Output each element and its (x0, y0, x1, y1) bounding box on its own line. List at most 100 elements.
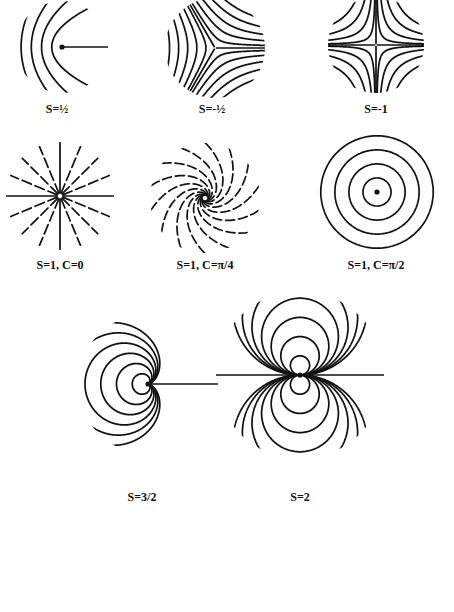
strength-label: S=2 (290, 490, 310, 504)
director-line (281, 375, 319, 413)
director-line (100, 323, 160, 384)
director-line (100, 384, 160, 445)
director-line (271, 317, 329, 375)
director-line (182, 5, 197, 92)
director-line (290, 356, 309, 375)
director-line (300, 301, 357, 375)
director-line (10, 175, 57, 195)
director-line (6, 195, 57, 197)
director-line (63, 197, 110, 217)
director-line (394, 0, 425, 27)
director-line (31, 0, 51, 96)
director-line (64, 46, 113, 48)
director-line (324, 55, 366, 97)
director-line (233, 312, 300, 375)
director-line (378, 44, 429, 46)
director-line (59, 199, 61, 250)
director-line (335, 150, 419, 234)
director-line (217, 78, 261, 103)
director-line (63, 195, 114, 197)
director-line (155, 163, 212, 199)
director-line (377, 46, 428, 97)
director-line (217, 47, 271, 49)
director-line (262, 375, 339, 452)
director-line (39, 146, 59, 193)
director-line (327, 63, 358, 94)
director-line (207, 0, 266, 28)
director-line (207, 68, 266, 102)
director-line (300, 375, 357, 449)
director-line (188, 49, 215, 95)
director-line (380, 0, 428, 41)
director-line (117, 364, 152, 405)
strength-label: S=-1 (364, 102, 388, 116)
director-line (271, 375, 329, 433)
core-dot (59, 44, 64, 49)
core-dot (297, 372, 302, 377)
half-disclination (21, 0, 113, 97)
two-disclination (208, 286, 393, 464)
director-line (302, 374, 393, 376)
director-line (323, 44, 374, 46)
director-line (42, 0, 72, 97)
director-line (194, 0, 269, 41)
director-line (327, 0, 358, 27)
director-line (300, 375, 367, 438)
director-line (324, 49, 372, 97)
circular-disclination (321, 136, 433, 248)
director-line (380, 49, 428, 97)
director-line (375, 47, 377, 98)
director-line (394, 63, 425, 94)
director-line (75, 333, 158, 384)
director-line (324, 0, 375, 44)
director-line (21, 7, 31, 87)
director-line (59, 142, 61, 193)
director-line (166, 23, 169, 74)
director-line (386, 55, 428, 97)
director-line (233, 375, 300, 438)
three-half-disclination (75, 323, 226, 446)
strength-label: S=½ (46, 102, 69, 116)
director-line (324, 0, 366, 35)
director-line (132, 374, 150, 394)
director-line (191, 51, 269, 96)
director-line (217, 0, 261, 18)
radial-disclination (6, 142, 114, 250)
director-line (10, 197, 57, 217)
director-line (363, 178, 391, 206)
director-line (262, 298, 339, 375)
director-line (321, 136, 433, 248)
director-line (242, 375, 299, 449)
strength-label: S=-½ (199, 102, 226, 116)
director-line (39, 199, 59, 246)
minus-half-disclination (166, 0, 270, 103)
director-line (200, 61, 269, 101)
strength-label: S=1, C=0 (36, 258, 83, 272)
spiral-disclination (145, 138, 264, 258)
director-line (61, 146, 81, 193)
director-line (208, 374, 299, 376)
strength-label: S=1, C=π/4 (177, 258, 234, 272)
strength-label: S=1, C=π/2 (348, 258, 405, 272)
director-line (191, 1, 269, 46)
director-line (377, 0, 428, 44)
director-line (101, 353, 154, 414)
director-line (281, 337, 319, 375)
director-line (386, 0, 428, 35)
director-line (324, 46, 375, 97)
director-line (63, 175, 110, 195)
core-dot (374, 189, 379, 194)
director-line (188, 0, 215, 46)
director-line (242, 301, 299, 375)
director-line (349, 164, 405, 220)
director-line (150, 383, 226, 385)
minus-one-disclination (323, 0, 429, 98)
director-line (324, 0, 372, 41)
core-dot (145, 381, 150, 386)
director-line (375, 0, 377, 43)
strength-label: S=3/2 (128, 490, 157, 504)
director-line (290, 375, 309, 394)
director-line (300, 312, 367, 375)
director-line (85, 343, 156, 425)
